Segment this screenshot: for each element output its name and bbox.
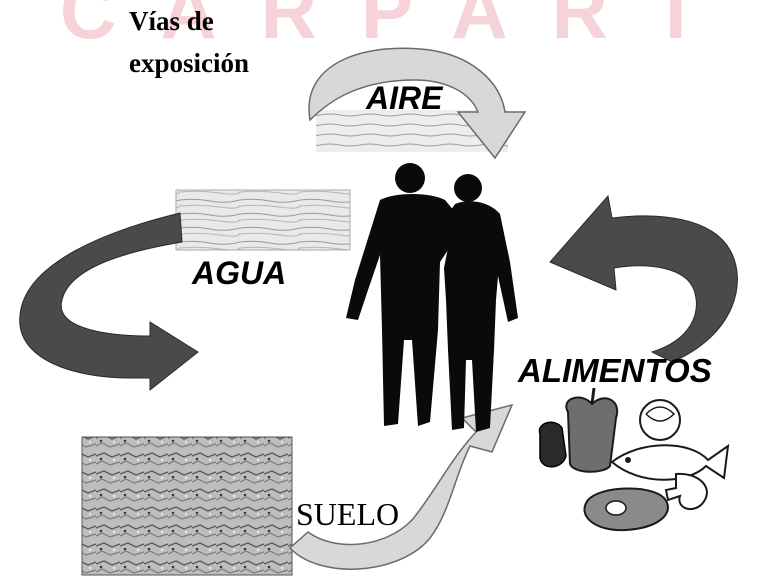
air-arrow: [308, 47, 527, 160]
title-line-1: Vías de: [129, 6, 214, 36]
food-arrow: [549, 194, 738, 363]
food-label: ALIMENTOS: [518, 352, 712, 389]
watermark: CARPART: [60, 0, 744, 55]
water-label: AGUA: [192, 255, 287, 291]
water-image: [175, 189, 351, 251]
people-silhouette: [346, 163, 518, 432]
title-line-2: exposición: [129, 48, 250, 78]
soil-image: [81, 436, 293, 576]
food-illustration: [538, 387, 730, 532]
water-arrow: [19, 212, 199, 392]
air-label: AIRE: [366, 80, 443, 116]
soil-label: SUELO: [296, 496, 400, 532]
